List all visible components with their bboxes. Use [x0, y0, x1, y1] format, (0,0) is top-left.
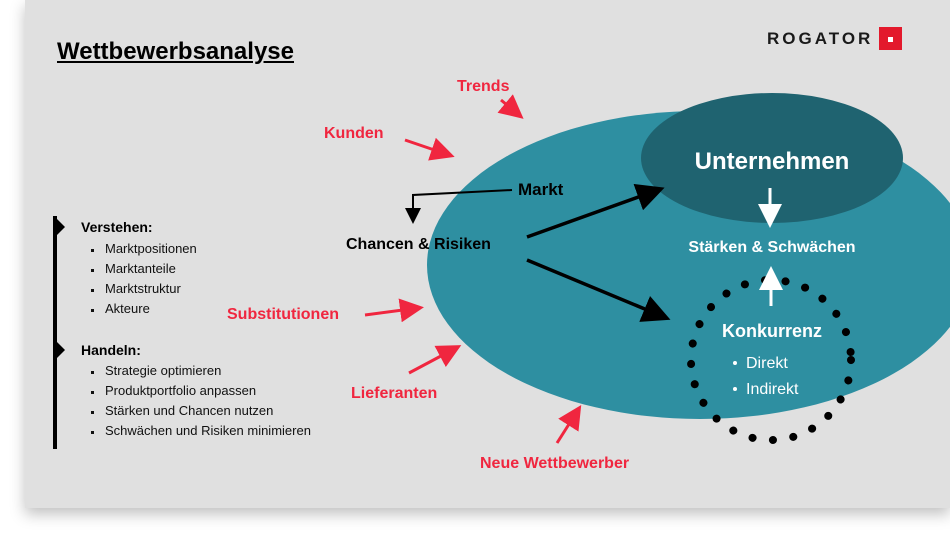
handeln-heading: Handeln: — [81, 342, 141, 358]
konkurrenz-label: Konkurrenz — [722, 321, 822, 341]
handeln-list: Strategie optimieren Produktportfolio an… — [85, 361, 311, 441]
rogator-logo: ROGATOR — [767, 27, 903, 50]
company-ellipse — [641, 93, 903, 223]
list-item: Produktportfolio anpassen — [85, 381, 311, 401]
list-item: Marktanteile — [85, 259, 197, 279]
verstehen-heading: Verstehen: — [81, 219, 153, 235]
kunden-arrow — [404, 137, 455, 161]
list-item: Akteure — [85, 299, 197, 319]
force-neue-wettbewerber: Neue Wettbewerber — [480, 455, 629, 472]
logo-text: ROGATOR — [767, 28, 874, 48]
trends-arrow — [497, 94, 524, 119]
competition-dotted-circle — [687, 276, 855, 444]
force-kunden: Kunden — [324, 125, 384, 142]
logo-square-icon — [879, 27, 903, 50]
markt-arrow — [405, 189, 513, 224]
force-trends: Trends — [457, 78, 510, 95]
list-item: Stärken und Chancen nutzen — [85, 401, 311, 421]
arrow-to-konkurrenz — [526, 258, 671, 322]
list-item: Marktpositionen — [85, 239, 197, 259]
verstehen-marker-icon — [57, 219, 65, 235]
substitutionen-arrow — [364, 298, 424, 323]
neue-wettbewerber-arrow — [555, 404, 582, 444]
lieferanten-arrow — [408, 345, 462, 375]
list-item: Marktstruktur — [85, 279, 197, 299]
markt-label: Markt — [518, 180, 564, 199]
verstehen-list: Marktpositionen Marktanteile Marktstrukt… — [85, 239, 197, 319]
force-lieferanten: Lieferanten — [351, 385, 437, 402]
arrow-to-unternehmen — [526, 183, 665, 239]
unternehmen-label: Unternehmen — [695, 148, 850, 175]
page-title: Wettbewerbsanalyse — [57, 38, 294, 65]
force-substitutionen: Substitutionen — [227, 306, 339, 323]
konkurrenz-item-direkt: Direkt — [746, 355, 788, 372]
staerken-schwaechen-label: Stärken & Schwächen — [688, 239, 855, 256]
handeln-marker-icon — [57, 342, 65, 358]
list-item: Strategie optimieren — [85, 361, 311, 381]
chancen-risiken-label: Chancen & Risiken — [346, 236, 491, 253]
list-item: Schwächen und Risiken minimieren — [85, 421, 311, 441]
konkurrenz-item-indirekt: Indirekt — [746, 381, 799, 398]
timeline-bar — [53, 216, 57, 449]
